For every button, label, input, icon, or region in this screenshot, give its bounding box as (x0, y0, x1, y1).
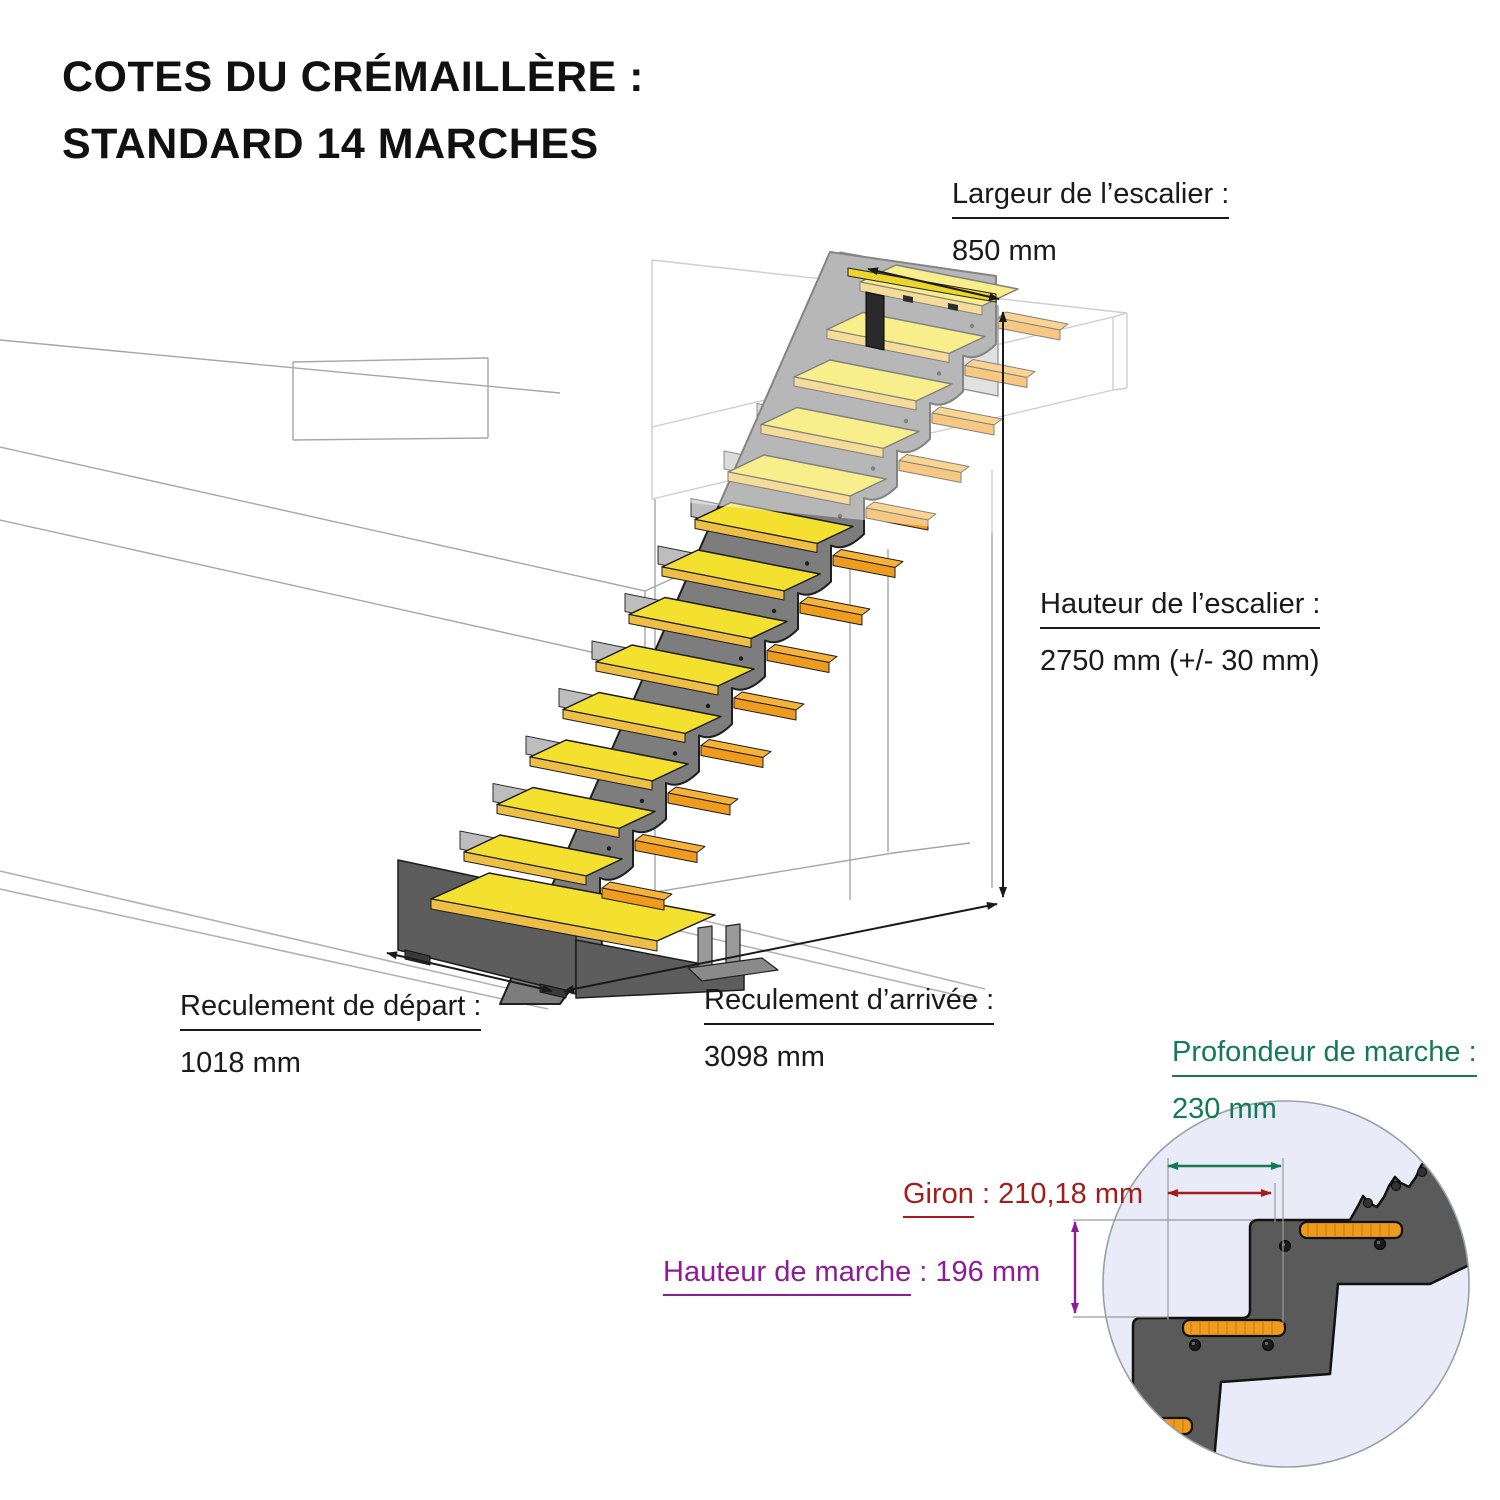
dim-largeur-value: 850 mm (952, 235, 1057, 267)
stringer-screws (573, 323, 975, 899)
dim-hauteur-marche-sep: : (911, 1256, 936, 1288)
dim-profondeur-label: Profondeur de marche : (1172, 1036, 1477, 1077)
treads (430, 264, 1019, 952)
dim-giron-label: Giron (903, 1178, 974, 1218)
dim-hauteur-marche-label: Hauteur de marche (663, 1256, 912, 1296)
page-title-line2: STANDARD 14 MARCHES (62, 119, 599, 168)
inset-dimensions (1071, 1158, 1284, 1324)
detail-inset (1102, 1100, 1470, 1468)
page-title: COTES DU CRÉMAILLÈRE : STANDARD 14 MARCH… (62, 44, 644, 177)
dim-line-largeur (867, 267, 1000, 301)
dim-reculement-depart-label: Reculement de départ : (180, 990, 482, 1031)
dim-profondeur-value: 230 mm (1172, 1093, 1277, 1125)
dim-reculement-arrivee-value: 3098 mm (704, 1041, 825, 1073)
dim-line-arrivee (563, 902, 998, 993)
dim-largeur: Largeur de l’escalier : 850 mm (952, 178, 1230, 268)
page-title-line1: COTES DU CRÉMAILLÈRE : (62, 53, 644, 101)
dim-reculement-arrivee: Reculement d’arrivée : 3098 mm (704, 984, 995, 1074)
dim-hauteur-label: Hauteur de l’escalier : (1040, 588, 1321, 629)
dim-hauteur: Hauteur de l’escalier : 2750 mm (+/- 30 … (1040, 588, 1321, 678)
dim-reculement-depart-value: 1018 mm (180, 1047, 301, 1079)
dim-giron: Giron : 210,18 mm (903, 1178, 1143, 1218)
dim-reculement-depart: Reculement de départ : 1018 mm (180, 990, 482, 1080)
dim-hauteur-marche-value: 196 mm (935, 1256, 1041, 1288)
dim-reculement-arrivee-label: Reculement d’arrivée : (704, 984, 995, 1025)
upper-floor-wash (640, 232, 1148, 548)
dim-largeur-label: Largeur de l’escalier : (952, 178, 1230, 219)
dim-profondeur: Profondeur de marche : 230 mm (1172, 1036, 1477, 1126)
dim-hauteur-marche: Hauteur de marche : 196 mm (663, 1256, 1040, 1296)
dim-giron-value: 210,18 mm (998, 1178, 1144, 1210)
staircase (397, 232, 1148, 1005)
mounting-feet (687, 923, 779, 982)
dimension-lines (386, 267, 1007, 993)
dim-hauteur-value: 2750 mm (+/- 30 mm) (1040, 645, 1320, 677)
dim-line-depart (386, 951, 553, 993)
dim-giron-sep: : (973, 1178, 999, 1210)
